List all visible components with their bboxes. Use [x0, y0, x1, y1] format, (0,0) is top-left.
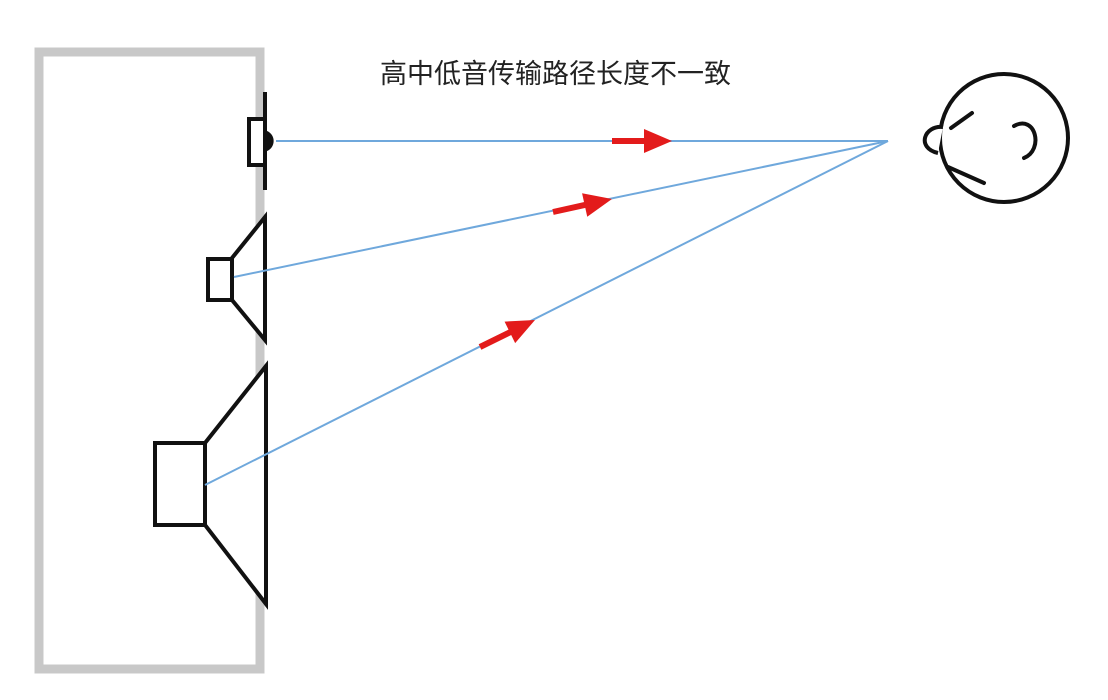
tweeter-body: [247, 117, 267, 167]
woofer-driver: [153, 360, 268, 610]
ear-mark: [1012, 121, 1038, 160]
midrange-magnet: [206, 257, 234, 302]
midrange-arrow: [552, 193, 612, 217]
tweeter-arrow: [612, 129, 672, 153]
tweeter-arrow-head: [644, 129, 672, 153]
woofer-path: [204, 140, 889, 486]
midrange-driver: [206, 211, 267, 346]
midrange-arrow-head: [582, 193, 612, 217]
mouth-mark: [946, 165, 986, 185]
woofer-arrow-head: [504, 320, 535, 344]
woofer-cone: [203, 360, 268, 610]
tweeter-driver: [247, 92, 274, 190]
sound-paths: [204, 140, 889, 486]
nose-bump: [922, 124, 944, 155]
woofer-arrow-shaft: [478, 328, 513, 350]
diagram-caption: 高中低音传输路径长度不一致: [380, 59, 731, 90]
speaker-cabinet: [34, 47, 265, 674]
eye-mark: [949, 111, 974, 130]
direction-arrows: [478, 129, 672, 350]
midrange-cone: [230, 211, 267, 346]
woofer-arrow: [478, 320, 535, 350]
listener-head-icon: [922, 72, 1070, 204]
tweeter-dome: [266, 130, 274, 152]
woofer-magnet: [153, 441, 207, 527]
midrange-arrow-shaft: [552, 201, 588, 215]
head-outline: [938, 72, 1070, 204]
